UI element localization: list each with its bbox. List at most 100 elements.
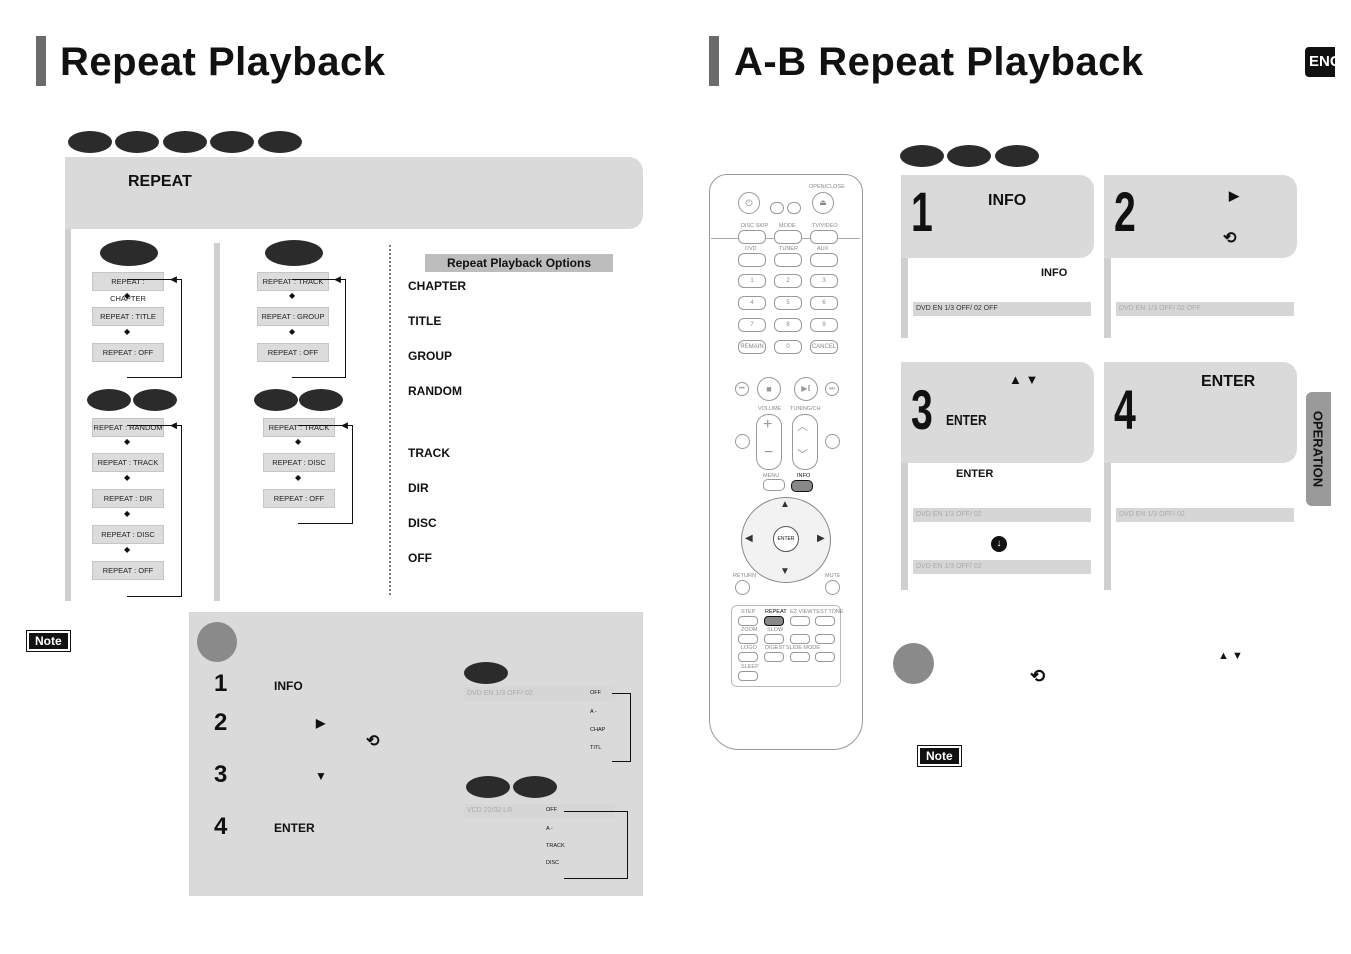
logo-button[interactable] [738, 652, 758, 662]
arrow-down-icon: ◆ [124, 437, 131, 446]
step-panel [1104, 362, 1297, 463]
arrow-down-icon: ◆ [295, 473, 302, 482]
nav-right-icon[interactable]: ▶ [817, 533, 825, 544]
return-button[interactable] [735, 580, 750, 595]
remote-label: RETURN [733, 573, 756, 579]
up-down-arrows-icon: ▲ ▼ [1218, 650, 1243, 662]
loop-line [612, 693, 631, 762]
repeat-button[interactable] [764, 616, 784, 626]
step-button[interactable] [738, 616, 758, 626]
number-button[interactable]: 1 [738, 274, 766, 288]
step-panel [901, 362, 1094, 463]
column-divider [65, 229, 71, 601]
number-button[interactable]: 8 [774, 318, 802, 332]
number-button[interactable]: 6 [810, 296, 838, 310]
aux-button[interactable] [810, 253, 838, 267]
disc-icon [254, 389, 298, 411]
number-button[interactable]: 5 [774, 296, 802, 310]
option-label: RANDOM [408, 384, 462, 398]
remote-label: TUNER [779, 246, 798, 252]
disc-icon [265, 240, 323, 266]
sleep-button[interactable] [738, 671, 758, 681]
test-tone-button[interactable] [815, 616, 835, 626]
disc-icon [995, 145, 1039, 167]
remote-label: DISC SKIP [741, 223, 769, 229]
loop-line [564, 811, 628, 879]
stop-icon[interactable]: ■ [757, 377, 781, 401]
page-title-repeat: Repeat Playback [60, 40, 386, 84]
option-label: CHAPTER [408, 279, 467, 293]
step-divider [1104, 463, 1111, 590]
remote-label: SLIDE MODE [786, 645, 820, 651]
tuner-memory-button[interactable] [790, 634, 810, 644]
remain-button[interactable]: REMAIN [738, 340, 766, 354]
slide-mode-button[interactable] [790, 652, 810, 662]
number-button[interactable]: 7 [738, 318, 766, 332]
nav-down-icon[interactable]: ▼ [780, 566, 790, 577]
step-divider [1104, 258, 1111, 338]
remote-label: ZOOM [741, 627, 758, 633]
dvd-receiver-button[interactable] [787, 202, 801, 214]
volume-rocker[interactable] [756, 414, 782, 470]
repeat-chip: REPEAT : TRACK [257, 272, 329, 291]
mute-button[interactable] [825, 580, 840, 595]
arrow-down-icon: ◆ [124, 545, 131, 554]
repeat-chip: REPEAT : GROUP [257, 307, 329, 326]
remote-label: DVD [745, 246, 757, 252]
pl2-mode-button[interactable] [735, 434, 750, 449]
osd-item: A - [590, 709, 597, 715]
step-panel [901, 175, 1094, 258]
cancel-button[interactable]: CANCEL [810, 340, 838, 354]
step-sub-label: ENTER [956, 468, 994, 480]
disc-skip-button[interactable] [738, 230, 766, 244]
play-icon: ▶ [1229, 188, 1239, 203]
repeat-chip: REPEAT : TRACK [263, 418, 335, 437]
zoom-button[interactable] [738, 634, 758, 644]
enter-button[interactable]: ENTER [773, 526, 799, 552]
repeat-chip: REPEAT : TRACK [92, 453, 164, 472]
power-icon[interactable]: ⏻ [738, 192, 760, 214]
nav-left-icon[interactable]: ◀ [745, 533, 753, 544]
menu-button[interactable] [763, 479, 785, 491]
repeat-chip: REPEAT : DISC [263, 453, 335, 472]
disc-icon [133, 389, 177, 411]
option-label: DIR [408, 481, 429, 495]
mode-button[interactable] [774, 230, 802, 244]
tv-video-button[interactable] [810, 230, 838, 244]
sound-edit-button[interactable] [815, 634, 835, 644]
number-button[interactable]: 4 [738, 296, 766, 310]
tuning-rocker[interactable] [792, 414, 818, 470]
osd-bar: DVD EN 1/3 OFF/ 02 [1116, 508, 1294, 522]
step-number: 1 [214, 670, 228, 697]
tuner-button[interactable] [774, 253, 802, 267]
info-button[interactable] [791, 480, 813, 492]
repeat-chip: REPEAT : DIR [92, 489, 164, 508]
skip-forward-icon[interactable]: ⏭ [825, 382, 839, 396]
digest-button[interactable] [764, 652, 784, 662]
tv-button[interactable] [770, 202, 784, 214]
loop-line [298, 425, 353, 524]
repeat-chip: REPEAT : OFF [263, 489, 335, 508]
number-button[interactable]: 3 [810, 274, 838, 288]
skip-back-icon[interactable]: ⏮ [735, 382, 749, 396]
dvd-button[interactable] [738, 253, 766, 267]
slow-button[interactable] [764, 634, 784, 644]
play-pause-icon[interactable]: ▶‖ [794, 377, 818, 401]
number-button[interactable]: 0 [774, 340, 802, 354]
osd-bar: DVD EN 1/3 OFF/ 02 [913, 508, 1091, 522]
number-button[interactable]: 9 [810, 318, 838, 332]
nav-up-icon[interactable]: ▲ [780, 499, 790, 510]
number-button[interactable]: 2 [774, 274, 802, 288]
ez-view-button[interactable] [790, 616, 810, 626]
arrow-down-circle-icon: ↓ [991, 536, 1007, 552]
repeat-chip: REPEAT : RANDOM [92, 418, 164, 437]
eject-icon[interactable]: ⏏ [812, 192, 834, 214]
disc-icon [258, 131, 302, 153]
disc-icon [466, 776, 510, 798]
pl2-effect-button[interactable] [825, 434, 840, 449]
arrow-down-icon: ◆ [124, 291, 131, 300]
page-title-ab-repeat: A-B Repeat Playback [734, 40, 1144, 84]
arrow-down-icon: ◆ [124, 327, 131, 336]
osd-bar: VCD 22/02 LR [464, 804, 615, 818]
dimmer-button[interactable] [815, 652, 835, 662]
